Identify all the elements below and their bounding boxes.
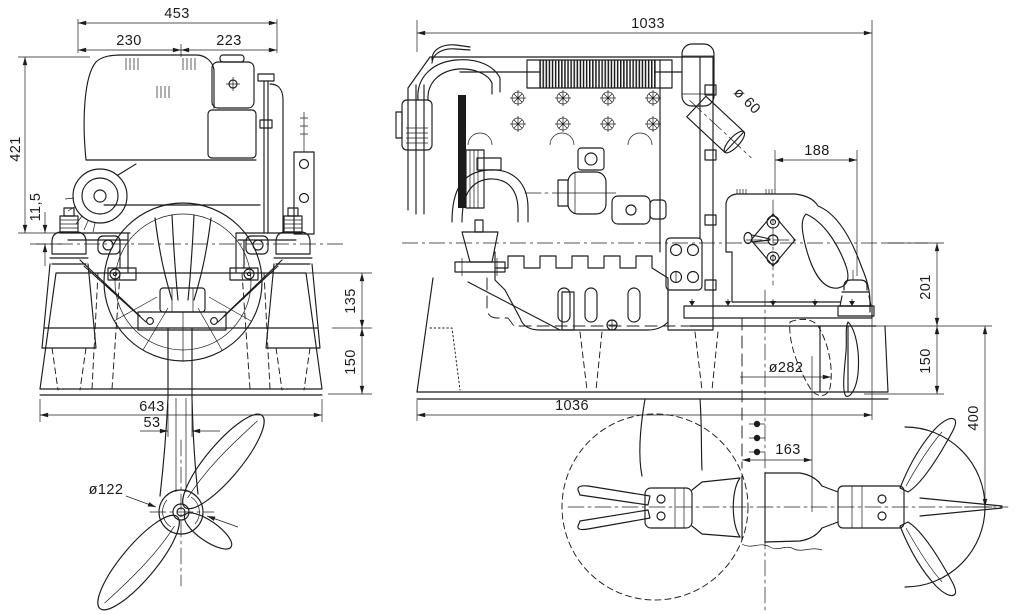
oil-pan xyxy=(494,251,669,331)
dim-side-overall-length: 1033 xyxy=(416,16,873,420)
front-leg-propeller xyxy=(97,327,265,611)
dim-label: 400 xyxy=(966,405,982,430)
dim-label: 150 xyxy=(343,349,359,374)
dim-label: 150 xyxy=(918,348,934,373)
dim-label: 223 xyxy=(216,33,241,49)
dim-side-crank-to-flange: 201 xyxy=(876,242,944,327)
valve-cover-slots xyxy=(125,58,196,98)
dim-label: ø 60 xyxy=(730,85,763,118)
dim-front-overall-width: 453 xyxy=(77,6,278,53)
dim-side-exhaust-diameter: ø 60 xyxy=(730,85,763,118)
drive-cover-plate xyxy=(743,199,801,286)
side-view: 1033 ø 60 188 201 150 xyxy=(395,16,1009,611)
folded-swept-circle xyxy=(561,413,749,601)
dim-front-base-width: 643 xyxy=(39,399,323,422)
leg-profile-lines xyxy=(639,398,703,477)
alternator xyxy=(64,163,137,233)
dim-side-mount-span: 188 xyxy=(774,143,858,276)
mounting-flange xyxy=(683,299,873,319)
dim-label: 421 xyxy=(8,136,24,161)
dim-label: ø122 xyxy=(89,482,124,498)
starter-motor xyxy=(611,195,667,225)
dim-label: 163 xyxy=(775,442,800,458)
mount-brackets xyxy=(59,232,303,331)
dipstick-handle xyxy=(743,231,771,245)
front-base xyxy=(39,272,323,396)
front-dimensions: 453 230 223 421 11,5 xyxy=(8,6,372,528)
dim-label: 453 xyxy=(164,6,189,22)
dim-front-overall-height: 421 xyxy=(8,56,90,234)
dim-label: ø282 xyxy=(769,360,804,376)
breather-pipes xyxy=(257,73,284,234)
propeller-front xyxy=(97,413,265,611)
open-blades-plan xyxy=(899,417,986,597)
oil-filter xyxy=(524,171,616,215)
manifold-bolts xyxy=(510,90,661,132)
engine-mount-side xyxy=(454,219,575,331)
housing-web xyxy=(801,213,849,289)
dim-label: 188 xyxy=(804,143,829,159)
air-filter xyxy=(681,43,715,107)
water-hose xyxy=(417,44,501,101)
dim-label: 201 xyxy=(918,274,934,299)
dim-label: 53 xyxy=(144,415,161,431)
crank-pulley xyxy=(465,149,485,209)
anode-bolts xyxy=(749,420,765,456)
propeller-plan-view xyxy=(561,413,1009,601)
open-blade-edge xyxy=(843,321,860,397)
flywheel-housing xyxy=(659,56,717,331)
dim-side-leg-chord: 163 xyxy=(741,442,813,463)
dim-side-base-length: 1036 xyxy=(416,398,873,421)
belt xyxy=(458,95,466,208)
folded-blades-plan xyxy=(577,485,651,531)
bell-housing xyxy=(97,202,269,362)
flex-mount-right xyxy=(265,207,321,391)
dim-label: 230 xyxy=(116,33,141,49)
engine-side xyxy=(395,43,752,331)
dim-side-prop-diameter: ø282 xyxy=(740,360,832,380)
folded-blade-hidden xyxy=(789,318,832,396)
mixing-elbow xyxy=(451,157,529,223)
dim-label: 1036 xyxy=(555,398,589,414)
dim-side-flange-to-base: 150 xyxy=(864,325,944,395)
dim-front-mount-offset: 11,5 xyxy=(28,193,62,266)
front-view: 453 230 223 421 11,5 xyxy=(8,6,372,611)
dim-front-flange-height: 135 150 xyxy=(302,272,372,395)
dim-front-width-split: 230 223 xyxy=(77,33,278,57)
side-stand xyxy=(416,277,889,477)
open-swept-arc xyxy=(904,426,986,588)
dim-side-flange-to-prop-axis: 400 xyxy=(944,325,992,508)
foot-plate xyxy=(137,311,227,331)
fuel-pump xyxy=(577,147,605,171)
dim-label: 1033 xyxy=(631,16,665,32)
dim-front-hub-diameter: ø122 xyxy=(89,482,239,528)
heat-exchanger-fins xyxy=(539,59,656,89)
flex-mount-left xyxy=(41,207,97,391)
engine-front xyxy=(59,54,315,362)
dim-label: 643 xyxy=(139,399,164,415)
side-bracket xyxy=(293,112,315,235)
dim-label: 135 xyxy=(343,288,359,313)
rear-flex-mount xyxy=(837,270,875,317)
hull-contour xyxy=(486,277,701,327)
forward-hub xyxy=(644,487,693,529)
dim-label: 11,5 xyxy=(28,193,44,222)
alternator-side xyxy=(395,99,433,151)
front-flex-mounts xyxy=(41,207,321,391)
sail-drive xyxy=(683,189,875,611)
gear-housing-plan xyxy=(691,472,1003,551)
exhaust-stub xyxy=(686,95,752,159)
